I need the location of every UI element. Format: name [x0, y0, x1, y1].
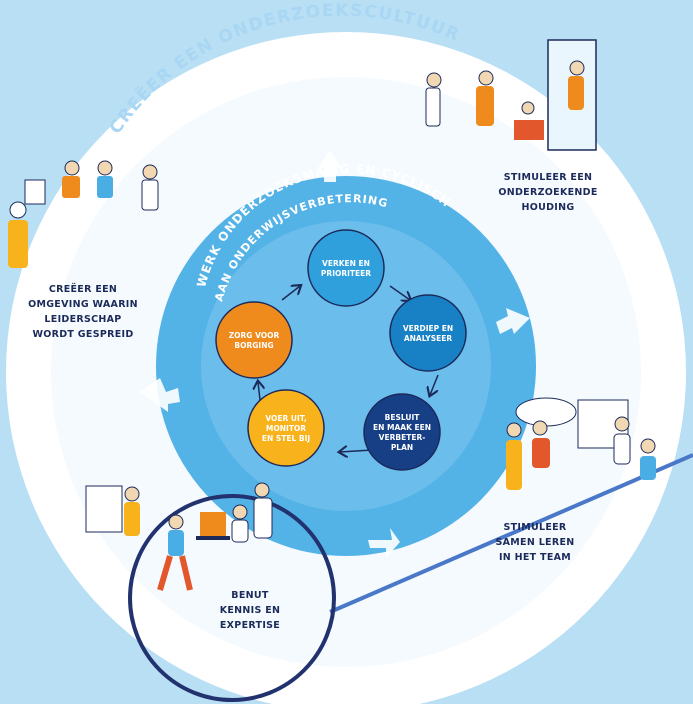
label-top-right: STIMULEER EEN ONDERZOEKENDE HOUDING	[498, 172, 598, 213]
cycle-step-label: PRIORITEER	[321, 269, 371, 278]
cycle-arrows	[258, 285, 439, 452]
label-bottom-left: BENUT KENNIS EN EXPERTISE	[219, 590, 281, 631]
pointer-line	[329, 453, 693, 614]
cycle-arrow-1	[389, 285, 410, 300]
cycle-step-label: MONITOR	[266, 424, 306, 433]
cycle-step-label: BESLUIT	[385, 413, 421, 422]
illustration-top-right	[425, 39, 597, 151]
cycle-step-label: PLAN	[391, 443, 413, 452]
cycle-step-label: BORGING	[234, 341, 273, 350]
cycle-step-label: EN STEL BIJ	[262, 434, 311, 443]
arrow-left-icon	[140, 378, 180, 412]
arrow-top-icon	[318, 150, 342, 182]
cycle-step-circle	[389, 294, 467, 372]
arrow-right-icon	[496, 308, 530, 334]
cycle-step-circle	[307, 229, 385, 307]
label-left: CREËER EEN OMGEVING WAARIN LEIDERSCHAP W…	[28, 284, 138, 340]
cycle-step-circle	[363, 393, 441, 471]
cycle-step-label: VOER UIT,	[265, 414, 306, 423]
label-bottom-right: STIMULEER SAMEN LEREN IN HET TEAM	[495, 522, 575, 563]
illustration-bottom-left	[85, 482, 273, 591]
cycle-step-label: VERDIEP EN	[403, 324, 453, 333]
cycle-step-label: ZORG VOOR	[229, 331, 280, 340]
cycle-step-label: VERBETER-	[379, 433, 426, 442]
cycle-arrow-3	[340, 450, 373, 452]
cycle-step-label: VERKEN EN	[322, 259, 370, 268]
cycle-arrow-4	[258, 382, 260, 401]
arrow-bottom-icon	[368, 528, 400, 558]
highlight-circle	[128, 494, 336, 702]
cycle-step-label: EN MAAK EEN	[373, 423, 431, 432]
cycle-step-label: ANALYSEER	[404, 334, 453, 343]
illustration-bottom-right	[506, 397, 656, 490]
cycle-step-circle	[215, 301, 293, 379]
ring-arrows	[140, 150, 530, 558]
illustration-left	[8, 160, 159, 268]
cycle-arrow-2	[430, 374, 439, 395]
cycle-arrow-5	[281, 286, 300, 301]
cycle-step-circle	[247, 389, 325, 467]
